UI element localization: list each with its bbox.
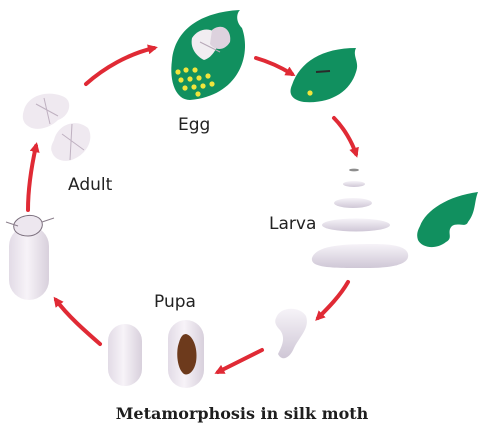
larva-icon (311, 244, 409, 268)
adult-stage-label: Adult (68, 175, 113, 195)
leaf-icon (290, 48, 358, 103)
larva-stages (311, 168, 409, 268)
larva-icon (322, 218, 390, 232)
moth-icon (22, 93, 70, 129)
egg-stage-label: Egg (178, 115, 211, 135)
pupa-icon (177, 334, 197, 375)
adult-moths (22, 93, 91, 161)
egg-stage-leaf (171, 10, 246, 100)
arrow-icon (84, 44, 158, 86)
larva-icon (349, 168, 359, 172)
pupa-stage-label: Pupa (154, 292, 196, 312)
cocoon-icon (9, 226, 49, 300)
arrow-icon (332, 116, 359, 158)
leaf-icon (417, 192, 478, 248)
emerging-moth (5, 215, 55, 300)
pupa-stage (108, 320, 204, 388)
arrow-icon (214, 348, 264, 374)
eggs-group (175, 67, 215, 97)
arrow-icon (53, 296, 102, 346)
spinning-larva-icon (275, 308, 307, 359)
arrow-icon (254, 56, 296, 77)
larva-stage-label: Larva (269, 214, 317, 234)
diagram-caption: Metamorphosis in silk moth (115, 404, 369, 423)
arrow-icon (26, 142, 40, 212)
moth-icon (191, 26, 231, 60)
hatchling-leaf (290, 48, 358, 103)
larva-icon (334, 198, 372, 208)
larva-icon (343, 181, 365, 187)
arrow-icon (315, 280, 350, 321)
cycle-arrows (26, 44, 359, 374)
cocoon-icon (108, 324, 142, 386)
moth-icon (13, 215, 43, 237)
